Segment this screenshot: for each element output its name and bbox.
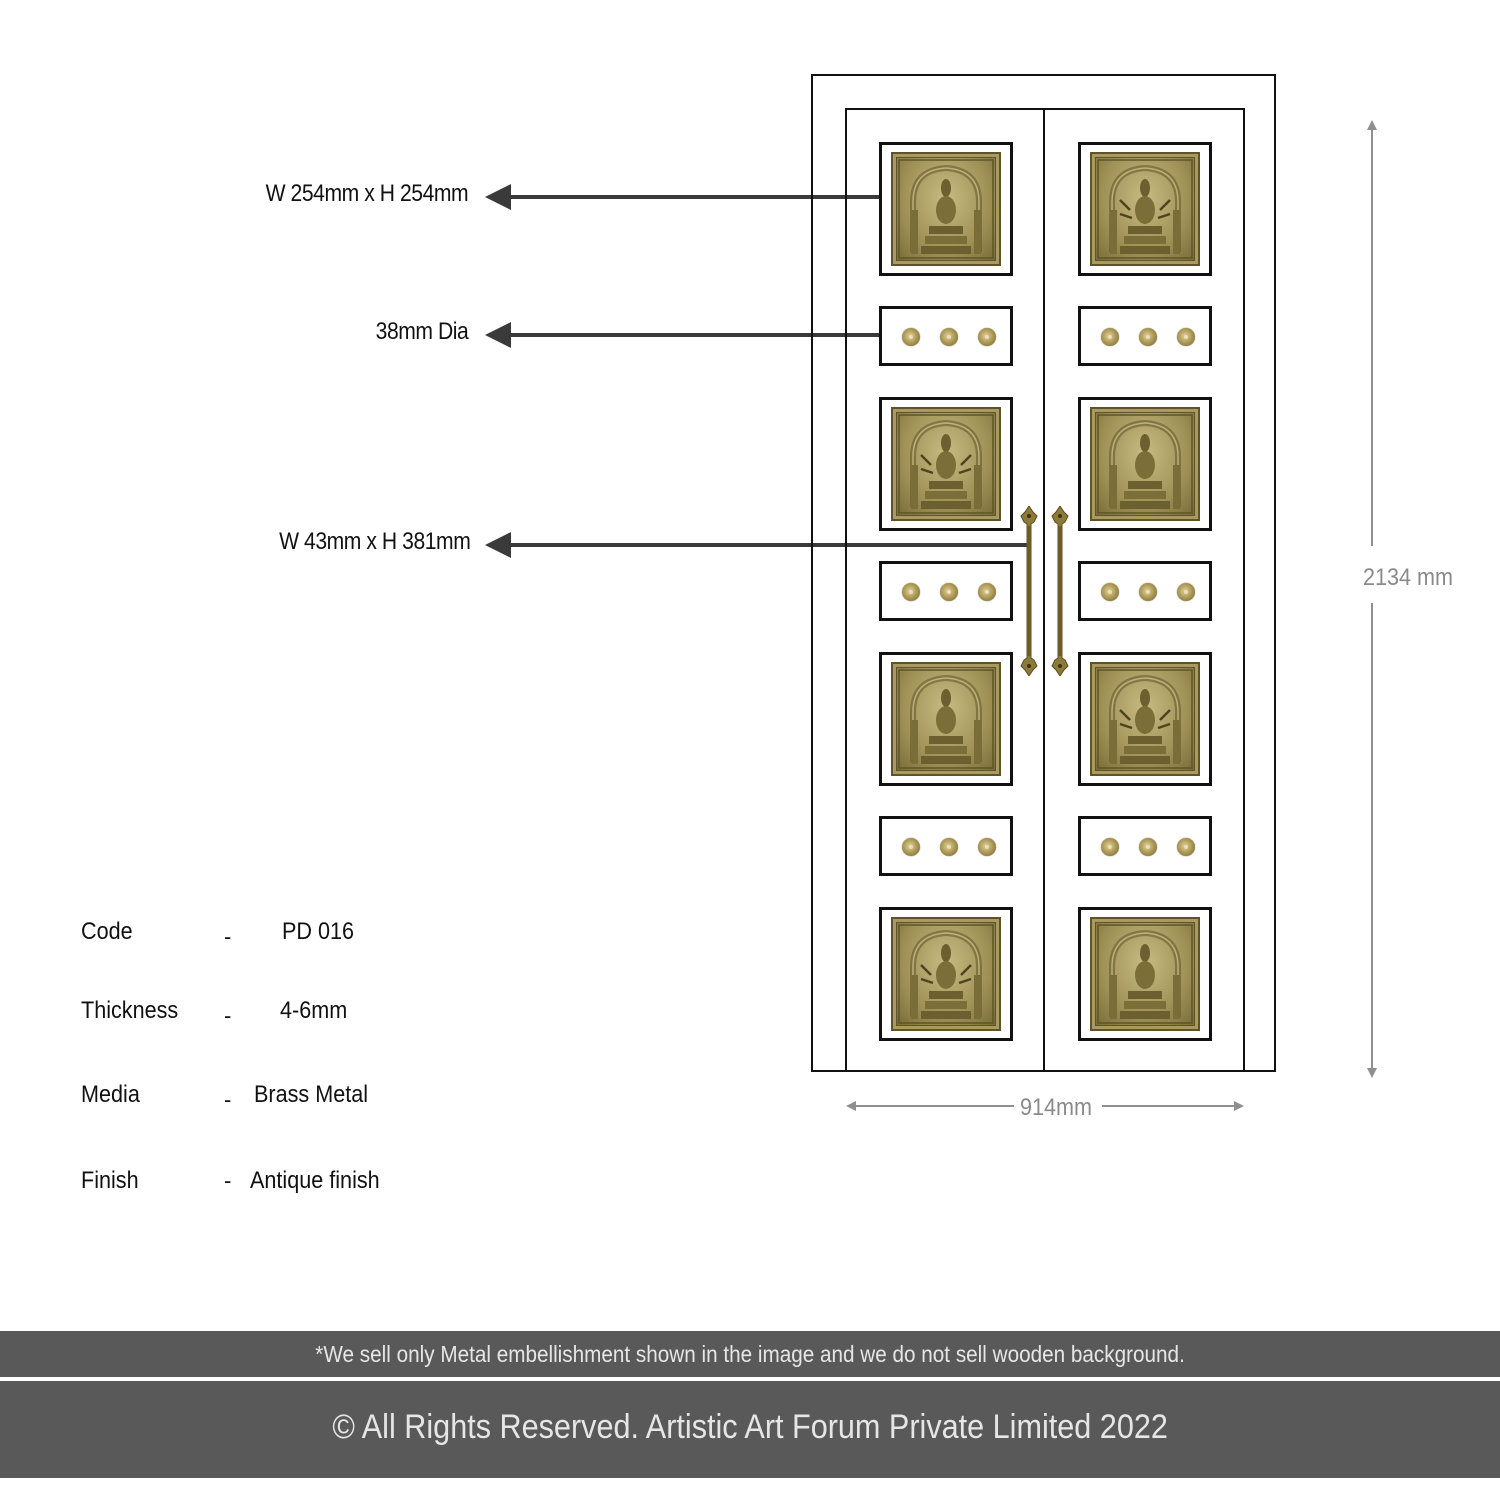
door-handle-right <box>1050 505 1070 677</box>
arrow-up-icon <box>1367 120 1377 130</box>
copyright-text: © All Rights Reserved. Artistic Art Foru… <box>332 1408 1168 1446</box>
brass-stud-icon <box>1177 328 1195 346</box>
spec-label: Code <box>81 918 133 945</box>
brass-stud-icon <box>1177 583 1195 601</box>
disclaimer-text: *We sell only Metal embellishment shown … <box>315 1341 1185 1367</box>
dimension-line <box>1371 603 1373 1069</box>
brass-plate-panel <box>1078 397 1212 531</box>
stud-panel <box>879 816 1013 876</box>
brass-plate <box>1090 152 1200 266</box>
deity-relief-icon <box>898 669 994 769</box>
brass-stud-icon <box>902 583 920 601</box>
deity-relief-icon <box>1097 414 1193 514</box>
brass-stud-icon <box>940 583 958 601</box>
deity-relief-icon <box>898 924 994 1024</box>
dimension-line <box>1371 128 1373 546</box>
brass-stud-icon <box>1101 838 1119 856</box>
callout-leader-line <box>505 195 895 199</box>
spec-separator: - <box>224 1087 232 1112</box>
brass-stud-icon <box>978 328 996 346</box>
copyright-bar: © All Rights Reserved. Artistic Art Foru… <box>0 1381 1500 1478</box>
brass-plate-panel <box>1078 652 1212 786</box>
callout-leader-line <box>505 543 1027 547</box>
brass-plate-panel <box>879 397 1013 531</box>
brass-stud-icon <box>902 328 920 346</box>
spec-value: 4-6mm <box>280 997 348 1024</box>
spec-label: Thickness <box>81 997 179 1024</box>
deity-relief-icon <box>898 159 994 259</box>
callout-leader-line <box>505 333 905 337</box>
footer-divider <box>0 1377 1500 1381</box>
brass-plate-panel <box>879 142 1013 276</box>
door-handle-left <box>1019 505 1039 677</box>
spec-value: Antique finish <box>250 1167 380 1194</box>
brass-stud-icon <box>1101 328 1119 346</box>
stud-panel <box>1078 561 1212 621</box>
brass-stud-icon <box>1139 838 1157 856</box>
spec-value: Brass Metal <box>254 1081 369 1108</box>
dimension-line <box>854 1105 1014 1107</box>
arrow-right-icon <box>1234 1101 1244 1111</box>
stud-panel <box>1078 306 1212 366</box>
brass-stud-icon <box>940 328 958 346</box>
callout-label: 38mm Dia <box>375 318 468 345</box>
stud-panel <box>1078 816 1212 876</box>
stud-panel <box>879 561 1013 621</box>
brass-stud-icon <box>1177 838 1195 856</box>
door-frame-inner <box>845 108 1245 1072</box>
brass-stud-icon <box>1139 328 1157 346</box>
deity-relief-icon <box>1097 669 1193 769</box>
brass-stud-icon <box>978 838 996 856</box>
deity-relief-icon <box>898 414 994 514</box>
brass-plate-panel <box>879 907 1013 1041</box>
brass-plate <box>891 152 1001 266</box>
arrow-down-icon <box>1367 1068 1377 1078</box>
brass-stud-icon <box>902 838 920 856</box>
brass-stud-icon <box>978 583 996 601</box>
door-center-split <box>1043 108 1045 1072</box>
deity-relief-icon <box>1097 159 1193 259</box>
callout-label: W 43mm x H 381mm <box>278 528 471 555</box>
brass-handle-icon <box>1020 505 1038 677</box>
disclaimer-bar: *We sell only Metal embellishment shown … <box>0 1331 1500 1377</box>
dimension-line <box>1102 1105 1236 1107</box>
callout-label: W 254mm x H 254mm <box>265 180 468 207</box>
spec-separator: - <box>224 924 232 949</box>
height-dimension-label: 2134 mm <box>1363 564 1454 591</box>
brass-plate-panel <box>879 652 1013 786</box>
spec-label: Finish <box>81 1167 139 1194</box>
brass-stud-icon <box>1139 583 1157 601</box>
brass-plate <box>1090 407 1200 521</box>
brass-handle-icon <box>1051 505 1069 677</box>
brass-plate <box>1090 917 1200 1031</box>
brass-plate <box>1090 662 1200 776</box>
brass-stud-icon <box>1101 583 1119 601</box>
spec-label: Media <box>81 1081 140 1108</box>
spec-separator: - <box>224 1168 232 1193</box>
brass-plate-panel <box>1078 142 1212 276</box>
brass-stud-icon <box>940 838 958 856</box>
brass-plate <box>891 407 1001 521</box>
brass-plate <box>891 662 1001 776</box>
spec-value: PD 016 <box>282 918 355 945</box>
stud-panel <box>879 306 1013 366</box>
brass-plate-panel <box>1078 907 1212 1041</box>
deity-relief-icon <box>1097 924 1193 1024</box>
spec-separator: - <box>224 1003 232 1028</box>
width-dimension-label: 914mm <box>1020 1094 1093 1121</box>
arrow-left-icon <box>846 1101 856 1111</box>
brass-plate <box>891 917 1001 1031</box>
